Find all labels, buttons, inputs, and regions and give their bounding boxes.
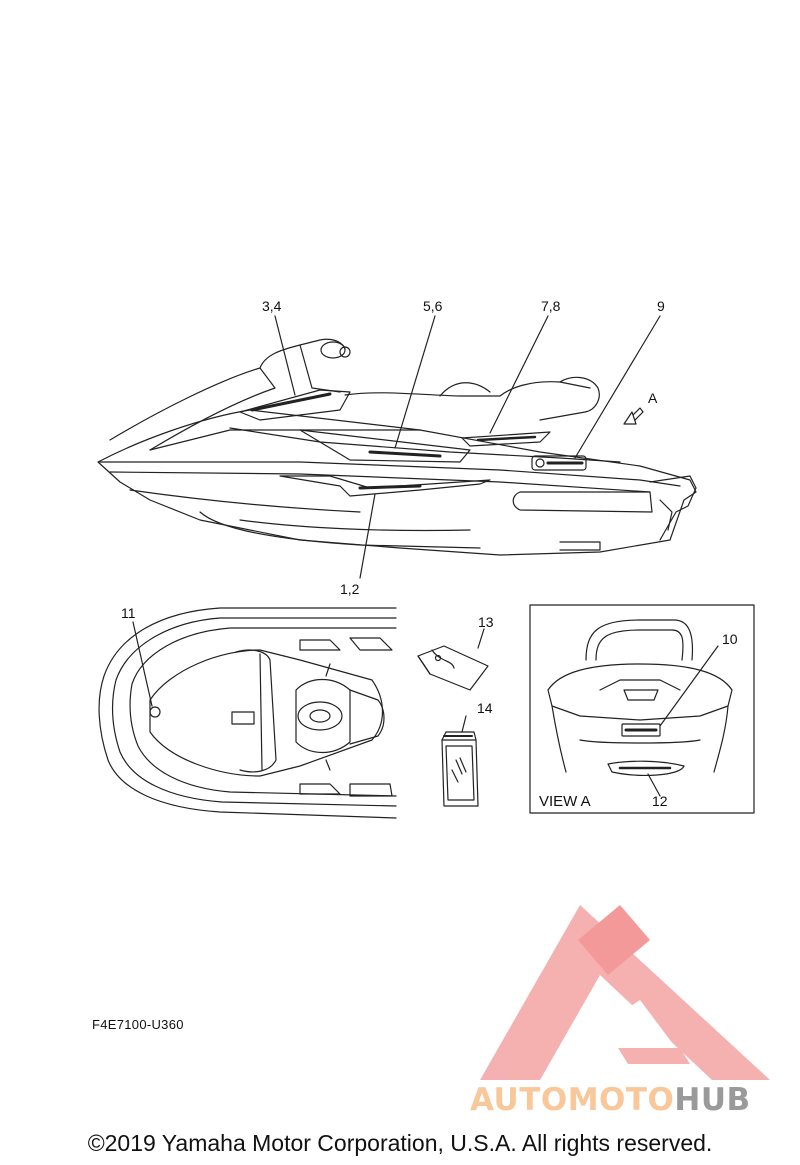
watercraft-side-view	[97, 315, 697, 579]
view-a-label: VIEW A	[539, 793, 591, 810]
watermark-text-part2: HUB	[674, 1082, 751, 1118]
callout-10: 10	[722, 631, 738, 647]
callout-a: A	[648, 390, 658, 406]
callout-7-8: 7,8	[541, 298, 561, 314]
callout-12: 12	[652, 793, 668, 809]
view-arrow-icon	[623, 407, 644, 425]
watermark-text-part1: AUTOMOTO	[470, 1082, 675, 1118]
watermark-text: AUTOMOTOHUB	[470, 1082, 751, 1118]
callout-11: 11	[121, 605, 136, 621]
decal-bag-icon	[417, 628, 489, 691]
callout-13: 13	[478, 614, 494, 630]
callout-3-4: 3,4	[262, 298, 282, 314]
watermark-logo-icon	[480, 905, 770, 1080]
callout-14: 14	[477, 700, 493, 716]
callout-1-2: 1,2	[340, 581, 360, 597]
watercraft-top-view	[98, 607, 397, 819]
view-a-box	[529, 604, 755, 814]
warning-card	[441, 715, 479, 807]
figure-code: F4E7100-U360	[92, 1017, 184, 1032]
callout-5-6: 5,6	[423, 298, 443, 314]
copyright-notice: ©2019 Yamaha Motor Corporation, U.S.A. A…	[87, 1130, 713, 1156]
callout-9: 9	[657, 298, 665, 314]
